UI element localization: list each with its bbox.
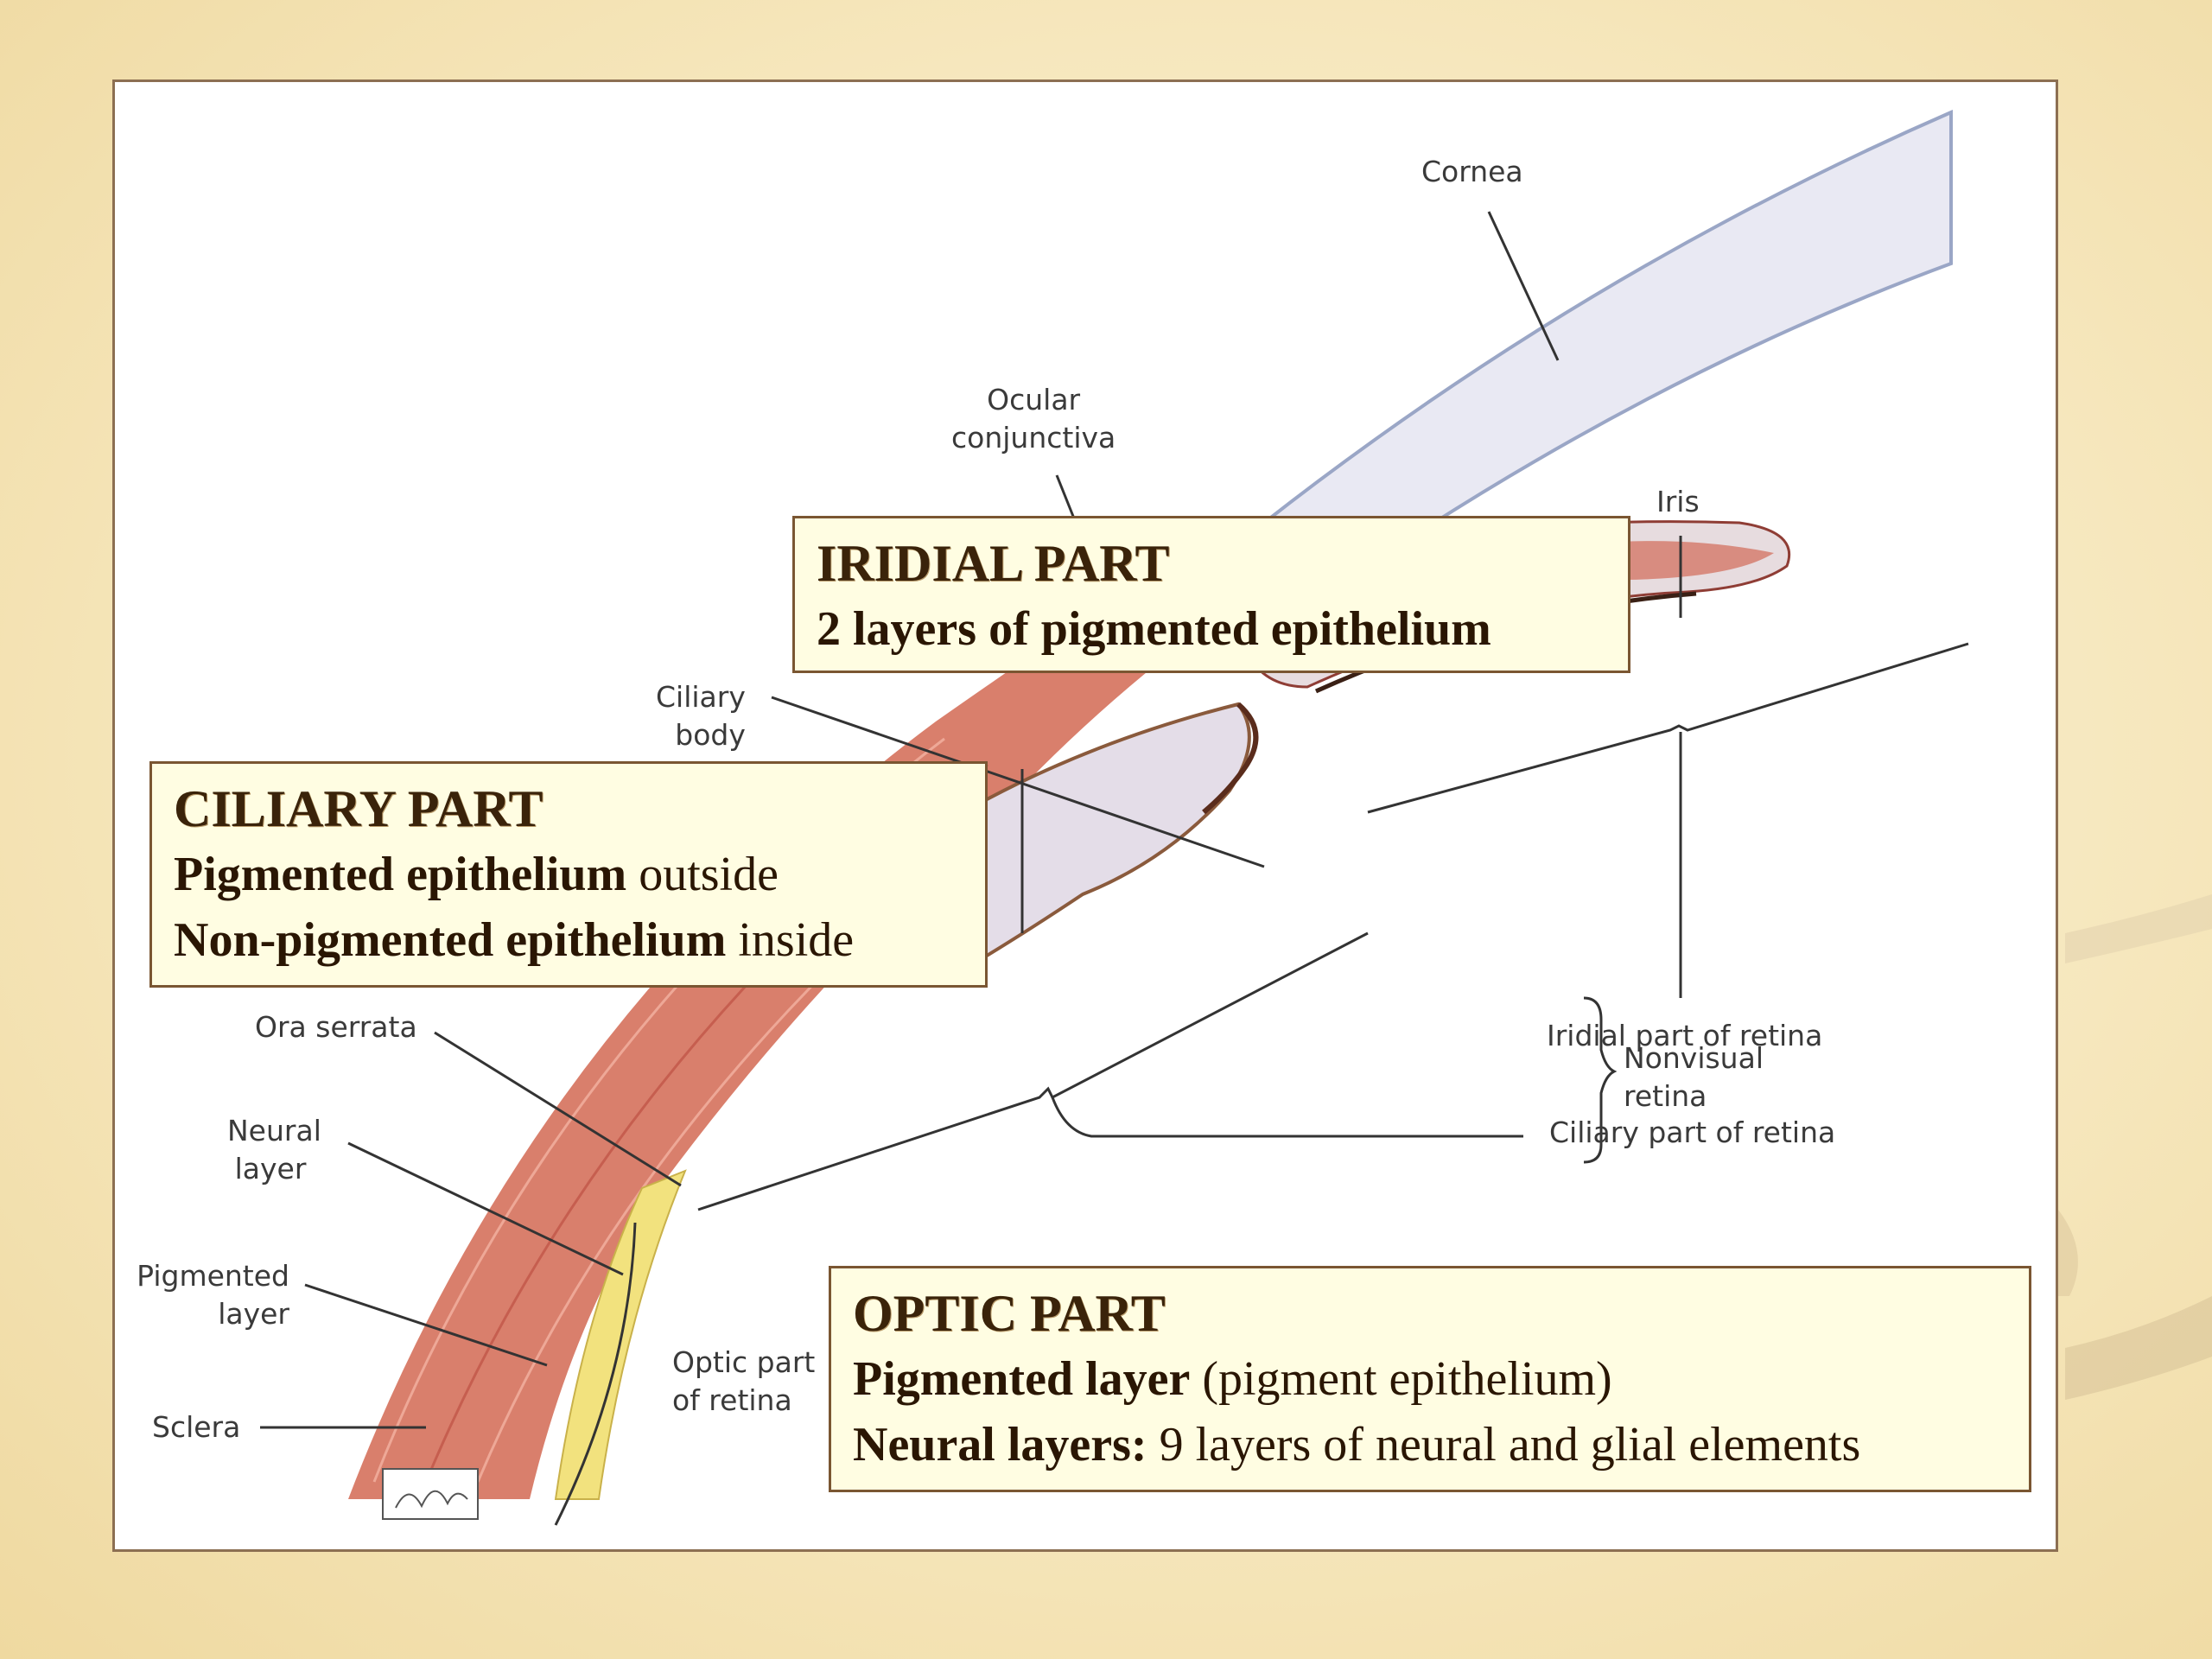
optic-part-line1: Pigmented layer (pigment epithelium) — [853, 1352, 1612, 1406]
label-iridial-part-of-retina: Iridial part of retina — [1547, 1019, 1823, 1052]
label-optic-part-of-retina: Optic part of retina — [672, 1345, 816, 1417]
label-ciliary-part-of-retina: Ciliary part of retina — [1549, 1116, 1836, 1149]
ciliary-part-line1: Pigmented epithelium outside — [174, 848, 779, 901]
label-neural-layer: Neural layer — [227, 1114, 321, 1185]
iridial-part-line1: 2 layers of pigmented epithelium — [817, 602, 1491, 656]
label-pigmented-layer: Pigmented layer — [137, 1259, 289, 1331]
optic-part-title: OPTIC PART — [853, 1285, 1166, 1342]
eye-cross-section-figure: Cornea Ocular conjunctiva Iris Ciliary b… — [112, 79, 2058, 1552]
ciliary-part-title: CILIARY PART — [174, 780, 543, 837]
ciliary-part-line2: Non-pigmented epithelium inside — [174, 913, 855, 967]
label-iris: Iris — [1656, 485, 1700, 518]
label-ciliary-body: Ciliary body — [656, 680, 746, 752]
ciliary-part-box: CILIARY PART Pigmented epithelium outsid… — [149, 761, 988, 988]
label-sclera: Sclera — [152, 1410, 241, 1444]
optic-part-box: OPTIC PART Pigmented layer (pigment epit… — [829, 1266, 2031, 1492]
label-ora-serrata: Ora serrata — [255, 1010, 417, 1044]
cornea-shape — [1260, 109, 1953, 551]
iridial-part-box: IRIDIAL PART 2 layers of pigmented epith… — [792, 516, 1630, 673]
label-ocular-conjunctiva: Ocular conjunctiva — [951, 383, 1116, 454]
label-cornea: Cornea — [1421, 155, 1523, 188]
label-nonvisual-retina: Nonvisual retina — [1624, 1041, 1764, 1113]
iridial-part-title: IRIDIAL PART — [817, 535, 1170, 592]
optic-part-line2: Neural layers: 9 layers of neural and gl… — [853, 1418, 1861, 1471]
